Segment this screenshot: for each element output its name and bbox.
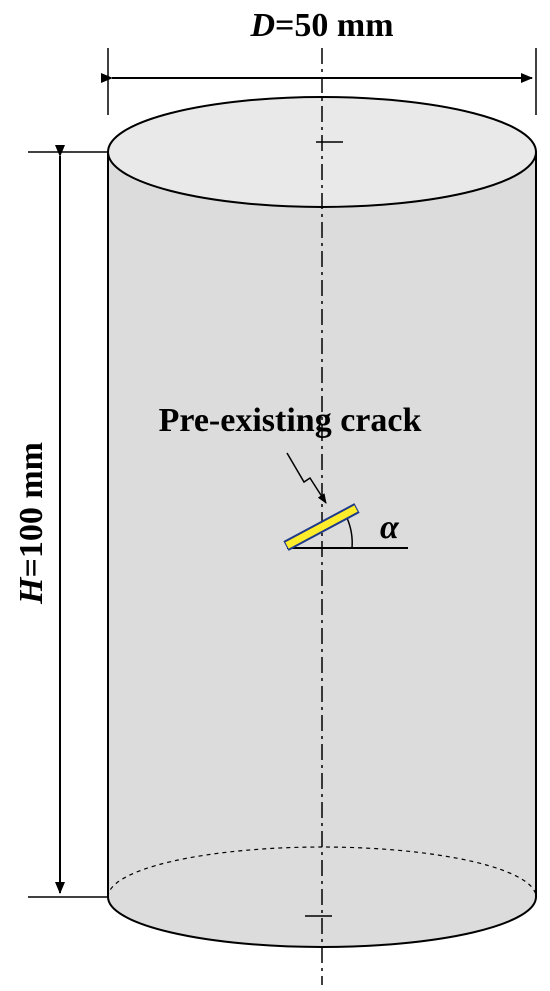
crack-label: Pre-existing crack [159,402,422,439]
pre-existing-crack [285,505,358,549]
crack-leader-arrow [286,452,327,504]
diameter-label: D=50 mm [249,7,393,44]
height-label: H=100 mm [13,442,50,605]
angle-label: α [380,509,400,546]
